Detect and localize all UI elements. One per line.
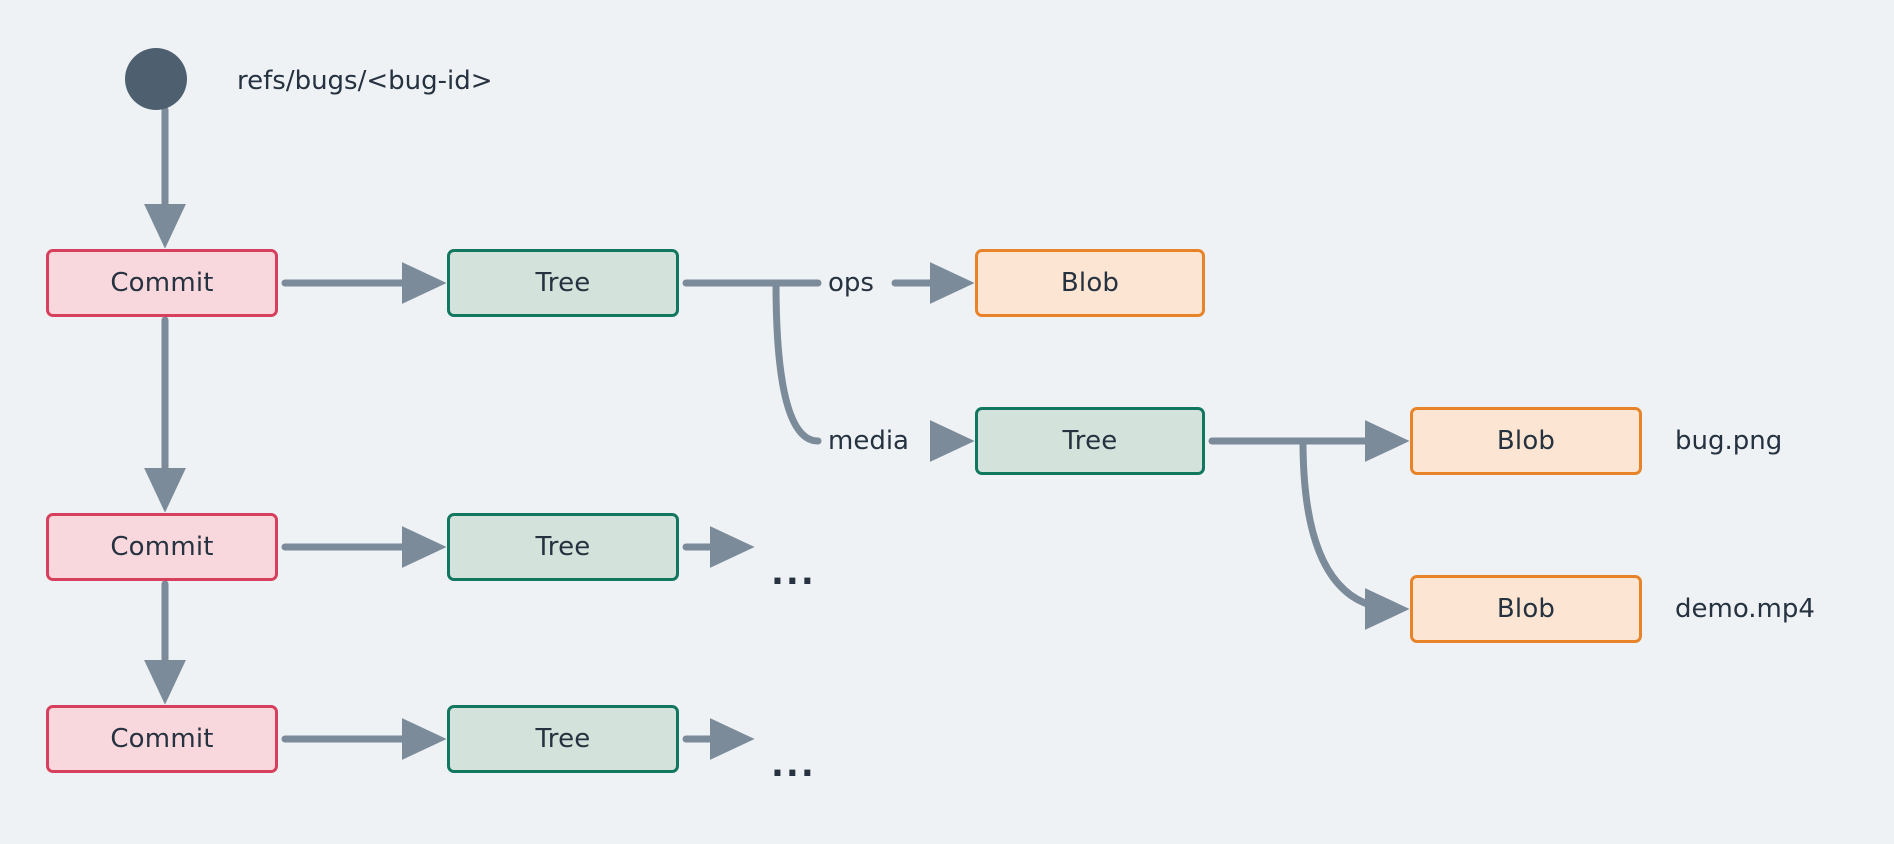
- node-blob-bug-png[interactable]: Blob: [1410, 407, 1642, 475]
- node-commit-2[interactable]: Commit: [46, 513, 278, 581]
- node-blob-ops[interactable]: Blob: [975, 249, 1205, 317]
- node-label: Commit: [110, 532, 214, 562]
- ref-pointer-dot[interactable]: [125, 48, 187, 110]
- edge-treeM-blob3: [1299, 437, 1410, 630]
- node-label: Commit: [110, 724, 214, 754]
- node-label: Tree: [535, 268, 591, 298]
- node-label: Tree: [1062, 426, 1118, 456]
- node-tree-1[interactable]: Tree: [447, 249, 679, 317]
- node-label: Blob: [1060, 268, 1120, 298]
- ref-label: refs/bugs/<bug-id>: [237, 66, 493, 96]
- file-label-bug-png: bug.png: [1675, 426, 1783, 456]
- ellipsis-row-2: ...: [771, 553, 816, 593]
- node-label: Blob: [1496, 594, 1556, 624]
- node-commit-3[interactable]: Commit: [46, 705, 278, 773]
- node-tree-3[interactable]: Tree: [447, 705, 679, 773]
- ellipsis-row-3: ...: [771, 745, 816, 785]
- node-label: Tree: [535, 724, 591, 754]
- edge-tree1-media-elbow: [772, 279, 822, 445]
- node-label: Blob: [1496, 426, 1556, 456]
- node-blob-demo-mp4[interactable]: Blob: [1410, 575, 1642, 643]
- file-label-demo-mp4: demo.mp4: [1675, 594, 1815, 624]
- node-tree-media[interactable]: Tree: [975, 407, 1205, 475]
- node-commit-1[interactable]: Commit: [46, 249, 278, 317]
- node-label: Commit: [110, 268, 214, 298]
- edge-label-ops: ops: [828, 268, 874, 298]
- node-label: Tree: [535, 532, 591, 562]
- edge-label-media: media: [828, 426, 909, 456]
- node-tree-2[interactable]: Tree: [447, 513, 679, 581]
